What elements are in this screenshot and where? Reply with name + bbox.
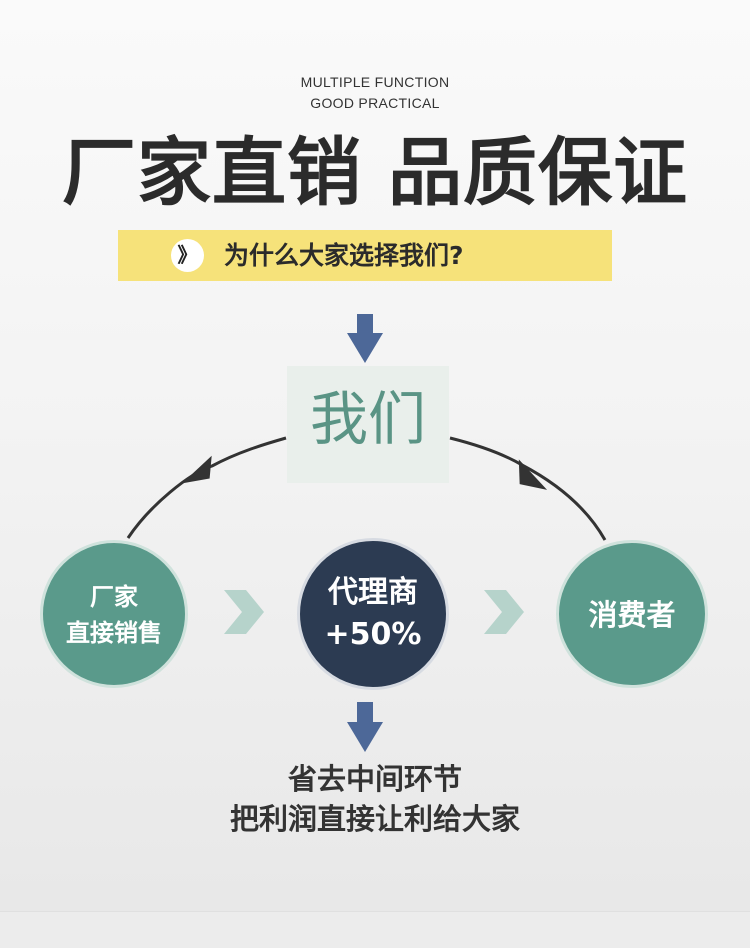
factory-circle: 厂家 直接销售	[40, 540, 188, 688]
agent-circle: 代理商 +50%	[297, 538, 449, 690]
agent-markup: +50%	[324, 617, 422, 652]
consumer-label: 消费者	[588, 598, 676, 632]
double-chevron-icon: 》	[171, 239, 204, 272]
down-arrow-icon-bottom	[347, 702, 383, 752]
curve-arrow-left	[126, 436, 287, 539]
headline-left: 厂家直销	[62, 130, 362, 216]
subtitle-line-1: MULTIPLE FUNCTION	[300, 74, 450, 90]
factory-label: 厂家	[90, 583, 138, 611]
chevron-right-icon-2	[484, 590, 524, 634]
we-box: 我们	[287, 366, 449, 483]
banner-question: 为什么大家选择我们?	[224, 241, 464, 270]
headline-right: 品质保证	[388, 130, 688, 216]
headline: 厂家直销品质保证	[0, 128, 750, 218]
footer-line-1: 省去中间环节	[287, 762, 462, 796]
agent-label: 代理商	[328, 575, 418, 610]
subtitle-line-2: GOOD PRACTICAL	[310, 95, 440, 111]
consumer-circle: 消费者	[556, 540, 708, 688]
chevron-right-icon-1	[224, 590, 264, 634]
question-banner: 》 为什么大家选择我们?	[118, 230, 612, 281]
curve-arrow-right	[449, 436, 607, 541]
footer-line-2: 把利润直接让利给大家	[229, 802, 520, 836]
bottom-strip	[0, 911, 750, 948]
factory-sub-label: 直接销售	[66, 619, 162, 647]
we-label: 我们	[309, 385, 426, 453]
down-arrow-icon-top	[347, 314, 383, 363]
